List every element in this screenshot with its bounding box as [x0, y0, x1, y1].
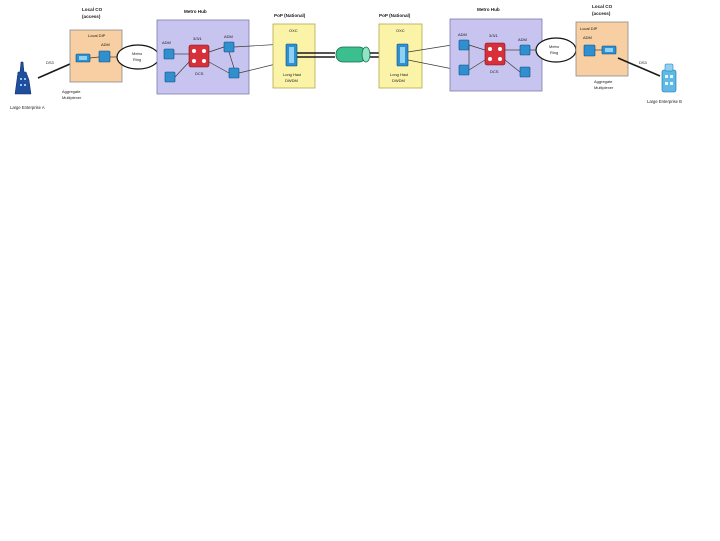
right-metro-adm-left-icon	[458, 39, 470, 51]
right-pop-top-label: OXC	[396, 28, 405, 33]
left-co-mux-caption-1: Aggregate	[62, 89, 81, 94]
enterprise-b-building-icon	[661, 63, 677, 93]
right-metro-adm-right-icon	[519, 44, 531, 56]
right-co-title: Local CO	[592, 4, 613, 9]
enterprise-a-link	[37, 63, 71, 79]
left-co-adm-icon	[98, 50, 111, 63]
left-co-mux-icon-face	[79, 56, 87, 60]
left-metro-dcs-bottom-label: DCS	[195, 71, 204, 76]
left-ring-line2: Ring	[133, 57, 141, 62]
left-pop-dwdm-icon	[285, 43, 298, 67]
left-metro-adm-left-icon	[163, 48, 175, 60]
right-co-mux-icon-face	[605, 48, 613, 52]
right-co-adm-label: ADM	[583, 35, 592, 40]
left-metro-adm-left-label: ADM	[162, 40, 171, 45]
enterprise-b-label: Large Enterprise B	[647, 99, 682, 104]
left-metro-link-5	[228, 51, 235, 69]
right-co-mux-caption-1: Aggregate	[594, 79, 613, 84]
right-metro-link-1	[468, 44, 486, 51]
enterprise-a-link-label: DS3	[46, 60, 55, 65]
left-pop-bottom-line2: DWDM	[285, 78, 298, 83]
left-metro-link-2	[174, 61, 190, 78]
left-co-adm-label: ADM	[101, 42, 110, 47]
right-co-subtitle: (access)	[592, 11, 611, 16]
left-metro-lower-left-icon	[164, 71, 176, 83]
right-ring-line2: Ring	[550, 50, 558, 55]
left-metro-link-4	[208, 61, 230, 74]
right-metro-dcs-router-icon	[484, 42, 506, 66]
right-metro-lower-right-icon	[519, 66, 531, 78]
left-metro-dcs-top-label: 3/3/1	[193, 36, 203, 41]
left-metro-adm-right-label: ADM	[224, 34, 233, 39]
right-co-mux-caption-2: Multiplexer	[594, 85, 614, 90]
right-pop-bottom-line2: DWDM	[392, 78, 405, 83]
left-metro-link-3	[208, 46, 225, 53]
left-metro-lower-right-icon	[228, 67, 240, 79]
core-fiber-cable-icon	[335, 46, 371, 63]
left-co-inner-link	[89, 56, 100, 59]
right-metro-dcs-bottom-label: DCS	[490, 69, 499, 74]
left-co-title: Local CO	[82, 7, 103, 12]
left-metro-adm-right-icon	[223, 41, 235, 53]
left-pop-bottom-line1: Long Haul	[283, 72, 301, 77]
right-ring-line1: Metro	[549, 44, 560, 49]
left-pop-title: PoP (National)	[274, 13, 306, 18]
left-metro-dcs-router-icon	[188, 44, 210, 68]
right-pop-title: PoP (National)	[379, 13, 411, 18]
enterprise-a-label: Large Enterprise A	[10, 105, 45, 110]
right-metro-link-2	[468, 59, 486, 71]
right-metro-link-4	[504, 59, 521, 73]
right-metro-adm-right-label: ADM	[518, 37, 527, 42]
left-co-inner-label: Local DIP	[88, 33, 106, 38]
left-metro-title: Metro Hub	[184, 9, 207, 14]
enterprise-b-link-label: DS3	[639, 60, 648, 65]
right-co-inner-label: Local DIP	[580, 26, 598, 31]
enterprise-a-building-icon	[14, 61, 32, 95]
right-metro-adm-left-label: ADM	[458, 32, 467, 37]
right-metro-lower-left-icon	[458, 64, 470, 76]
left-co-mux-caption-2: Multiplexer	[62, 95, 82, 100]
left-ring-line1: Metro	[132, 51, 143, 56]
right-metro-dcs-top-label: 3/3/1	[489, 33, 499, 38]
right-pop-dwdm-icon	[396, 43, 409, 67]
right-co-adm-icon	[583, 44, 596, 57]
enterprise-b-link	[617, 57, 661, 77]
right-pop-bottom-line1: Long Haul	[390, 72, 408, 77]
left-co-subtitle: (access)	[82, 14, 101, 19]
left-pop-top-label: OXC	[289, 28, 298, 33]
right-metro-title: Metro Hub	[477, 7, 500, 12]
